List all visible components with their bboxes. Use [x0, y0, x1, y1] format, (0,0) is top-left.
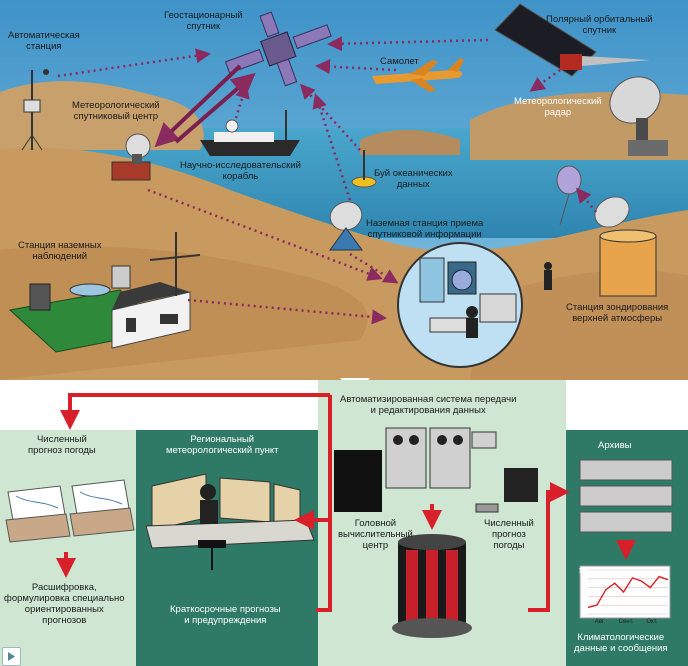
polar-satellite — [494, 3, 650, 77]
label-airplane: Самолет — [380, 56, 419, 67]
supercomputer — [392, 534, 472, 638]
airplane — [372, 58, 464, 92]
play-button[interactable] — [2, 647, 21, 666]
series-line — [587, 575, 669, 609]
archive-tapes — [579, 459, 673, 533]
forecast-printers — [5, 479, 135, 543]
regional-workstation — [145, 473, 315, 570]
ocean-buoy — [351, 150, 377, 188]
y-tick-label: 6 — [582, 586, 586, 592]
panel-regional-center — [136, 430, 318, 666]
research-ship — [200, 110, 300, 156]
automatic-station — [21, 69, 49, 151]
satellite-data-flows — [57, 36, 597, 325]
x-tick-label: Сент. — [619, 619, 634, 625]
x-tick-label: Окт. — [646, 619, 657, 625]
y-tick-label: 8 — [582, 577, 586, 583]
upper-atmosphere-station — [544, 165, 657, 297]
meteorological-radar — [609, 76, 668, 156]
geostationary-satellite — [224, 11, 332, 87]
satellite-center-links — [154, 64, 256, 148]
hill-left — [0, 81, 204, 150]
y-tick-label: 10 — [578, 569, 585, 575]
surface-station — [8, 232, 201, 353]
ground-receiving-station — [329, 201, 363, 251]
mainframe-cabinets — [334, 427, 538, 513]
data-flow-arrows — [56, 393, 636, 612]
island — [360, 129, 460, 155]
meteorological-satellite-center — [111, 133, 151, 181]
panel-numerical-forecast — [0, 430, 136, 666]
y-tick-label: 0 — [582, 613, 586, 619]
label-archives: Архивы — [598, 440, 632, 451]
play-icon — [8, 652, 15, 661]
x-tick-label: Авг. — [595, 619, 606, 625]
y-tick-label: 2 — [582, 604, 586, 610]
y-tick-label: 4 — [582, 595, 586, 601]
ground-control-room — [397, 242, 523, 368]
